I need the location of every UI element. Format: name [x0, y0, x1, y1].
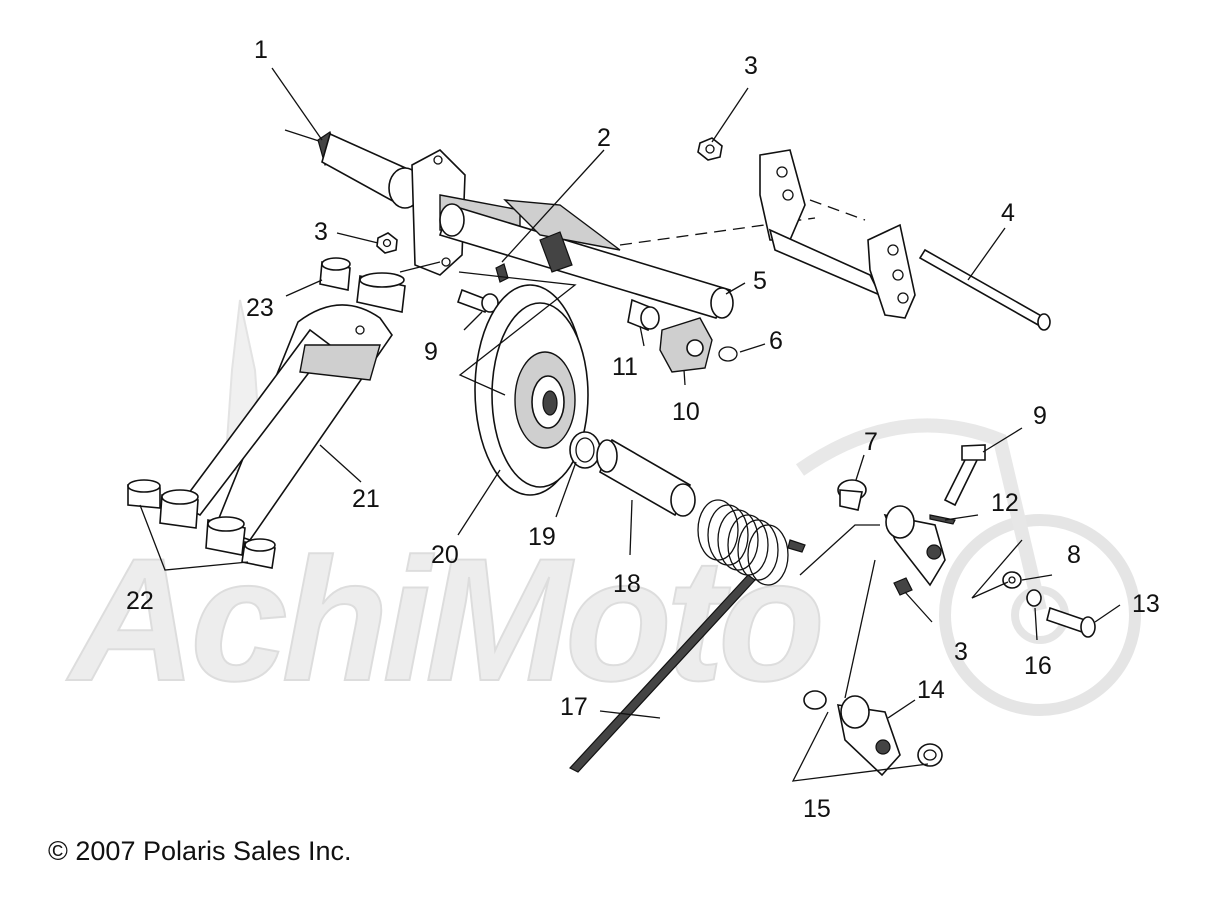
part-11-bushing — [627, 298, 660, 332]
part-19-spacer-ring — [569, 431, 601, 469]
callout-17: 17 — [560, 693, 588, 721]
callout-3-right: 3 — [954, 638, 968, 666]
part-5-rear-axle-shaft — [438, 199, 734, 319]
watermark-logo: AchiMoto — [65, 299, 1141, 719]
part-14-adjuster-cam-lower — [836, 695, 901, 777]
callout-23: 23 — [246, 294, 274, 322]
part-4-long-bolt — [918, 248, 1051, 331]
callout-13: 13 — [1132, 590, 1160, 618]
callout-labels: 1 2 3 3 3 4 5 6 7 8 9 9 10 11 12 13 14 1… — [126, 36, 1160, 823]
part-10-adjuster-block — [659, 317, 713, 373]
callout-3-top: 3 — [744, 52, 758, 80]
callout-20: 20 — [431, 541, 459, 569]
callout-12: 12 — [991, 489, 1019, 517]
part-3-nut-left — [376, 232, 398, 254]
part-9-bolt-left — [456, 288, 499, 314]
part-18-sleeve — [596, 438, 696, 517]
callout-22: 22 — [126, 587, 154, 615]
part-7-flange-bushing — [837, 479, 867, 511]
callout-4: 4 — [1001, 199, 1015, 227]
callout-7: 7 — [864, 428, 878, 456]
callout-18: 18 — [613, 570, 641, 598]
callout-10: 10 — [672, 398, 700, 426]
part-adjuster-cam-upper — [883, 505, 946, 587]
copyright-notice: © 2007 Polaris Sales Inc. — [48, 836, 352, 866]
part-2-grease-fitting — [495, 263, 509, 283]
part-22-bushings — [127, 479, 276, 569]
callout-9-left: 9 — [424, 338, 438, 366]
callout-6: 6 — [769, 327, 783, 355]
part-8-washer — [1002, 571, 1022, 589]
callout-16: 16 — [1024, 652, 1052, 680]
part-3-nut-top — [697, 137, 723, 161]
alignment-line-axle — [619, 217, 816, 246]
callout-14: 14 — [917, 676, 945, 704]
part-9-bolt-right — [943, 444, 986, 507]
part-17-torsion-spring — [569, 499, 806, 773]
callout-9-right: 9 — [1033, 402, 1047, 430]
watermark-bike-frame — [795, 418, 1047, 612]
callout-19: 19 — [528, 523, 556, 551]
callout-15: 15 — [803, 795, 831, 823]
part-20-idler-wheel — [474, 284, 589, 496]
part-1-front-axle-shaft — [284, 129, 422, 209]
part-rear-bracket — [759, 149, 916, 319]
callout-3-left: 3 — [314, 218, 328, 246]
callout-8: 8 — [1067, 541, 1081, 569]
callout-11: 11 — [612, 353, 638, 381]
callout-5: 5 — [753, 267, 767, 295]
part-16-washer — [1026, 589, 1042, 607]
part-3-nut-lower — [893, 577, 913, 596]
watermark-wheel — [939, 514, 1141, 716]
callout-1: 1 — [254, 36, 268, 64]
part-6-snap-ring — [718, 346, 738, 362]
watermark-text: AchiMoto — [66, 523, 820, 718]
callout-2: 2 — [597, 124, 611, 152]
part-12-pin — [929, 514, 956, 525]
part-15-flange-bushings — [803, 690, 943, 767]
part-13-bolt — [1046, 606, 1096, 638]
callout-21: 21 — [352, 485, 380, 513]
part-21-control-arm — [178, 304, 393, 541]
part-23-bushings — [319, 257, 406, 313]
leader-lines — [139, 67, 1121, 782]
